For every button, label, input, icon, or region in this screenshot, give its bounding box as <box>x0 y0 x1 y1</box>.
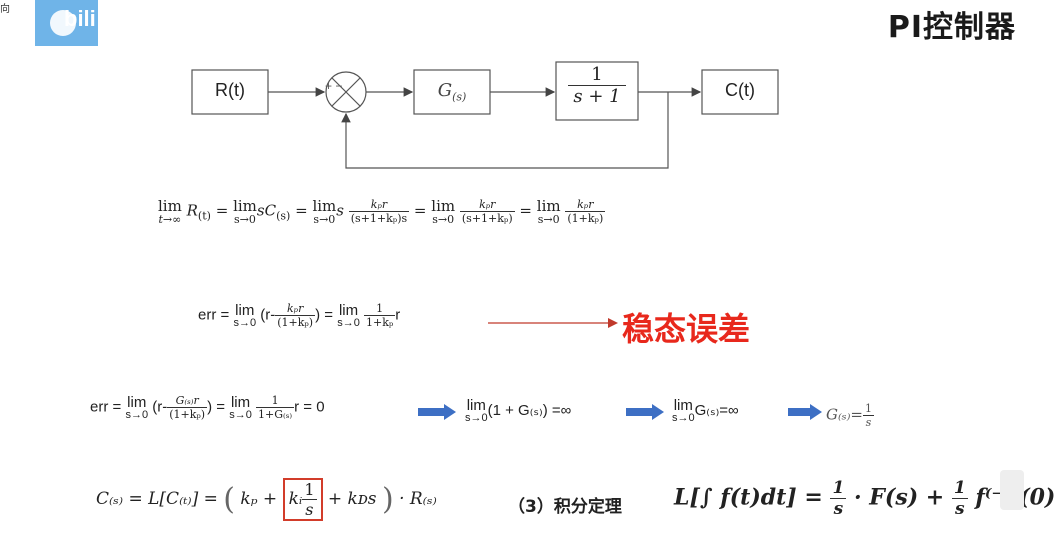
output-block <box>701 69 779 115</box>
plant-label: G(s) <box>437 80 467 104</box>
integral-theorem-formula: L[∫ f(t)dt] = 1s · F(s) + 1s f⁽⁻¹⁾(0) <box>674 478 1055 519</box>
blue-arrow-2 <box>626 404 664 420</box>
input-label: R(t) <box>215 80 245 100</box>
blue-arrow-1 <box>418 404 456 420</box>
corner-text: 向 <box>0 4 10 15</box>
transfer-function-block <box>555 61 639 121</box>
logo-text: bili <box>64 6 96 31</box>
logo-icon <box>50 10 76 36</box>
red-arrow <box>488 318 618 328</box>
steady-state-error-label: 稳态误差 <box>622 310 751 348</box>
side-scroll-handle[interactable] <box>1000 470 1024 510</box>
sum-signs: + − <box>325 79 343 93</box>
page-title: PI控制器 <box>887 10 1016 45</box>
block-diagram <box>191 61 779 169</box>
output-label: C(t) <box>725 80 755 100</box>
transfer-function: 1 s + 1 <box>556 64 638 107</box>
integral-theorem-label: （3）积分定理 <box>508 497 622 517</box>
blue-arrow-3 <box>788 404 822 420</box>
